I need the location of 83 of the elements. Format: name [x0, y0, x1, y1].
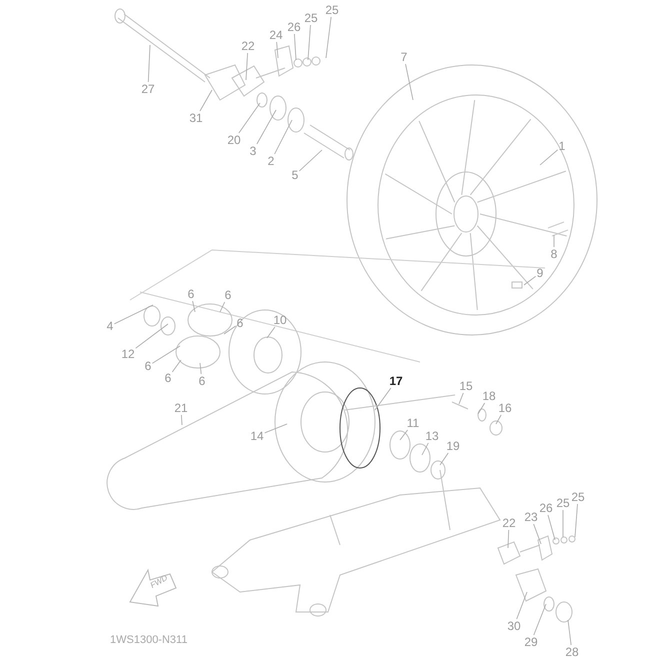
callout-number: 9: [536, 267, 544, 279]
leader-line: [152, 346, 180, 364]
leader-line: [568, 620, 572, 646]
callout-number: 21: [174, 402, 188, 414]
callout-number: 25: [556, 497, 570, 509]
callout-number: 6: [236, 317, 244, 329]
callout-number: 27: [141, 83, 155, 95]
callout-number: 13: [425, 430, 439, 442]
leader-line: [478, 402, 486, 414]
leader-line: [181, 414, 182, 426]
leader-line: [533, 604, 546, 636]
leader-line: [516, 592, 528, 620]
callout-number: 5: [292, 169, 298, 181]
callout-number: 18: [482, 390, 496, 402]
leader-line: [276, 42, 278, 58]
callout-number: 10: [273, 314, 287, 326]
leader-line: [326, 16, 332, 58]
callout-number: 26: [539, 502, 553, 514]
leader-line: [562, 510, 564, 538]
callout-number: 29: [524, 636, 538, 648]
callout-number: 15: [459, 380, 473, 392]
callout-number: 1: [558, 140, 566, 152]
callout-number: 24: [269, 29, 283, 41]
leader-line: [114, 304, 154, 324]
leader-line: [294, 34, 296, 60]
callout-number: 16: [498, 402, 512, 414]
callout-number: 3: [250, 145, 256, 157]
leader-line: [508, 530, 510, 548]
leader-line: [200, 90, 212, 112]
part-code: 1WS1300-N311: [110, 635, 188, 646]
callout-number: 30: [507, 620, 521, 632]
leader-line: [200, 362, 202, 374]
leader-line: [533, 524, 542, 544]
leader-line: [308, 24, 311, 60]
leader-line: [422, 442, 429, 456]
leader-line: [400, 430, 408, 440]
leader-line: [192, 300, 196, 312]
direction-label: FWD: [149, 574, 169, 590]
callout-number: 22: [502, 517, 516, 529]
callout-number: 17: [389, 375, 403, 387]
callout-number: 22: [241, 40, 255, 52]
leader-line: [496, 414, 502, 424]
leader-line: [298, 150, 322, 172]
callout-number: 25: [304, 12, 318, 24]
callout-number: 6: [164, 372, 172, 384]
callout-number: 8: [550, 248, 558, 260]
leader-line: [540, 149, 558, 166]
callout-number: 31: [189, 112, 203, 124]
leader-line: [458, 392, 464, 404]
callout-number: 6: [144, 360, 152, 372]
callout-number: 25: [571, 491, 585, 503]
leader-line: [264, 424, 288, 434]
leader-line: [405, 64, 414, 100]
callout-number: 19: [446, 440, 460, 452]
callout-number: 6: [224, 289, 232, 301]
leader-line: [574, 504, 578, 538]
leader-line: [135, 324, 168, 349]
leader-line: [524, 276, 536, 286]
leader-line: [172, 360, 182, 372]
callout-number: 2: [268, 155, 274, 167]
callout-number: 25: [325, 4, 339, 16]
callout-number: 6: [198, 375, 206, 387]
callout-number: 14: [250, 430, 264, 442]
leader-line: [274, 120, 292, 154]
leader-line: [374, 388, 392, 410]
callout-number: 6: [188, 288, 194, 300]
callout-number: 28: [565, 646, 579, 658]
callout-number: 11: [406, 417, 420, 429]
leader-line: [220, 302, 226, 312]
callout-number: 4: [106, 320, 114, 332]
leader-line: [440, 452, 449, 466]
callout-number: 7: [400, 51, 408, 63]
leader-line: [148, 44, 150, 82]
leader-line: [224, 326, 236, 334]
leader-line: [548, 514, 556, 540]
callout-number: 12: [121, 348, 135, 360]
leader-line: [238, 102, 260, 134]
callout-number: 23: [524, 511, 538, 523]
leader-line: [266, 326, 276, 338]
callout-number: 20: [227, 134, 241, 146]
callout-number: 26: [287, 21, 301, 33]
leader-line: [256, 110, 276, 144]
leader-line: [246, 52, 248, 80]
